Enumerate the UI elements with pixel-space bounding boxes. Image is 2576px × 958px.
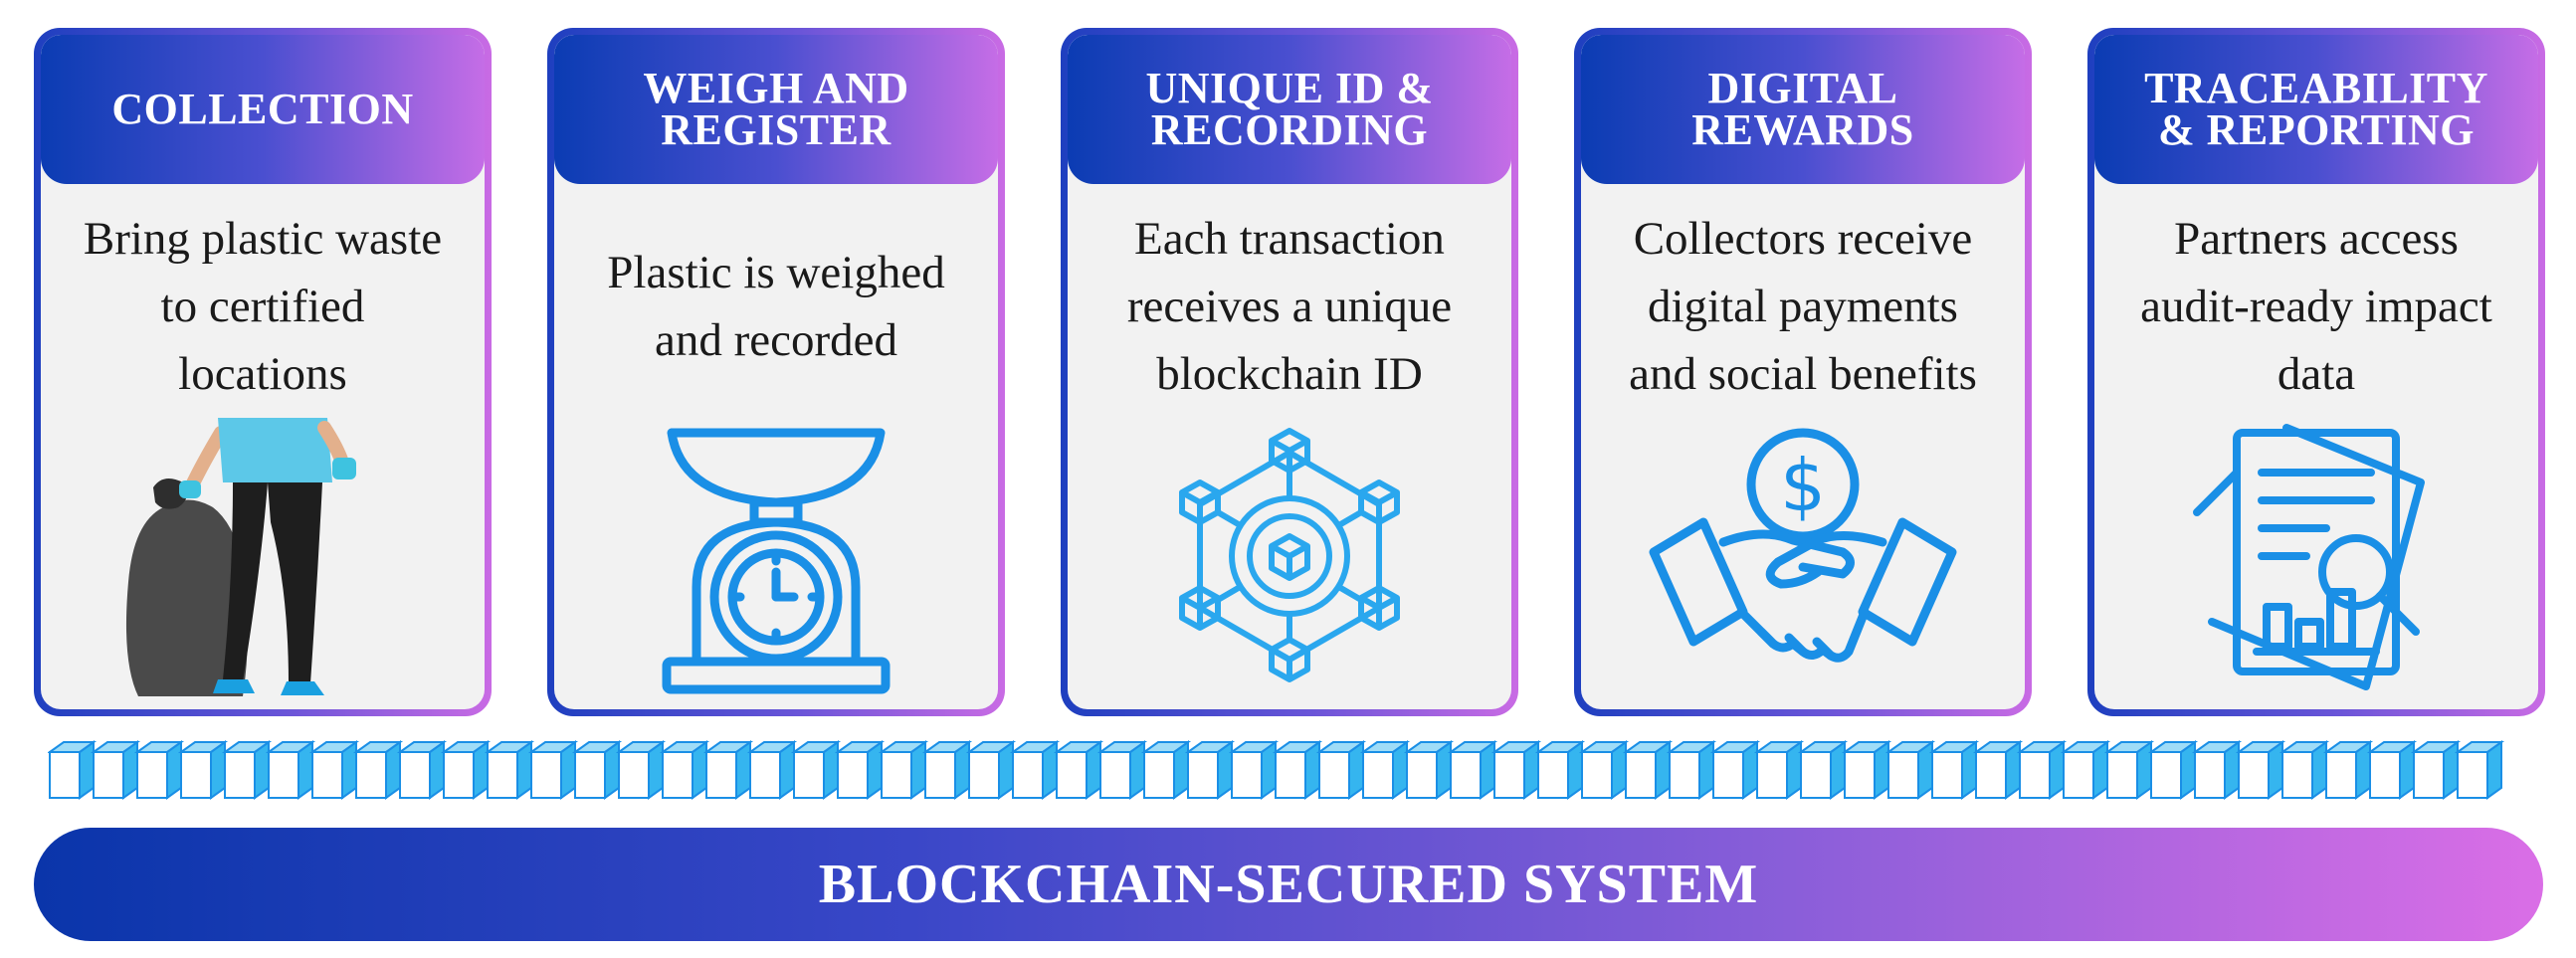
chain-block-icon: [1797, 740, 1849, 800]
chain-block-icon: [440, 740, 492, 800]
chain-block-icon: [308, 740, 360, 800]
chain-block-icon: [90, 740, 141, 800]
chain-block-icon: [1622, 740, 1674, 800]
step-title: WEIGH AND REGISTER: [643, 64, 909, 154]
step-title: COLLECTION: [111, 85, 414, 133]
chain-block-icon: [1884, 740, 1936, 800]
chain-block-icon: [1709, 740, 1761, 800]
handshake-dollar-icon: $: [1581, 413, 2025, 709]
chain-block-icon: [2322, 740, 2374, 800]
step-description: Partners access audit-ready impact data: [2104, 199, 2528, 413]
blockchain-chain-graphic: [46, 738, 2505, 806]
chain-block-icon: [965, 740, 1017, 800]
step-description-text: Each transaction receives a unique block…: [1126, 212, 1453, 400]
blockchain-secured-system-banner: BLOCKCHAIN-SECURED SYSTEM: [34, 828, 2543, 941]
svg-text:$: $: [1780, 444, 1826, 527]
chain-block-icon: [1403, 740, 1455, 800]
chain-block-icon: [1315, 740, 1367, 800]
step-description-text: Collectors receive digital payments and …: [1629, 212, 1977, 400]
step-header: WEIGH AND REGISTER: [554, 35, 998, 184]
step-description: Plastic is weighed and recorded: [564, 199, 988, 413]
step-card-traceability: TRACEABILITY & REPORTING Partners access…: [2087, 28, 2545, 716]
chain-block-icon: [2103, 740, 2155, 800]
chain-block-icon: [265, 740, 316, 800]
chain-block-icon: [352, 740, 404, 800]
chain-block-icon: [2060, 740, 2111, 800]
chain-block-icon: [1184, 740, 1236, 800]
step-card-weigh-register: WEIGH AND REGISTER Plastic is weighed an…: [547, 28, 1005, 716]
chain-block-icon: [659, 740, 710, 800]
chain-block-icon: [2147, 740, 2199, 800]
chain-block-icon: [2454, 740, 2505, 800]
chain-block-icon: [571, 740, 623, 800]
chain-block-icon: [527, 740, 579, 800]
blockchain-network-icon: [1068, 413, 1511, 709]
chain-block-icon: [177, 740, 229, 800]
chain-block-icon: [790, 740, 842, 800]
chain-block-icon: [2410, 740, 2462, 800]
chain-block-icon: [1534, 740, 1586, 800]
step-card-unique-id: UNIQUE ID & RECORDING Each transaction r…: [1061, 28, 1518, 716]
step-description-text: Partners access audit-ready impact data: [2140, 212, 2492, 400]
step-header: UNIQUE ID & RECORDING: [1068, 35, 1511, 184]
step-card-digital-rewards: DIGITAL REWARDS Collectors receive digit…: [1574, 28, 2032, 716]
chain-block-icon: [2279, 740, 2330, 800]
weighing-scale-icon: [554, 413, 998, 709]
chain-block-icon: [2016, 740, 2068, 800]
chain-block-icon: [1053, 740, 1104, 800]
chain-block-icon: [615, 740, 667, 800]
chain-block-icon: [1359, 740, 1411, 800]
chain-block-icon: [1928, 740, 1980, 800]
step-header: COLLECTION: [41, 35, 485, 184]
step-description-text: Bring plastic waste to certified locatio…: [83, 212, 443, 400]
chain-block-icon: [1666, 740, 1717, 800]
chain-block-icon: [2191, 740, 2243, 800]
step-description: Bring plastic waste to certified locatio…: [51, 199, 475, 413]
chain-block-icon: [1578, 740, 1630, 800]
person-with-trash-bag-icon: [41, 413, 485, 709]
step-description: Collectors receive digital payments and …: [1591, 199, 2015, 413]
chain-block-icon: [746, 740, 798, 800]
chain-block-icon: [221, 740, 273, 800]
chain-block-icon: [133, 740, 185, 800]
chain-block-icon: [1490, 740, 1542, 800]
chain-block-icon: [1096, 740, 1148, 800]
chain-block-icon: [1272, 740, 1323, 800]
chain-block-icon: [1972, 740, 2024, 800]
chain-block-icon: [878, 740, 929, 800]
report-magnifier-icon: [2094, 413, 2538, 709]
chain-block-icon: [1228, 740, 1280, 800]
step-description: Each transaction receives a unique block…: [1078, 199, 1501, 413]
chain-block-icon: [1841, 740, 1892, 800]
chain-block-icon: [1753, 740, 1805, 800]
chain-block-icon: [2235, 740, 2286, 800]
step-title: UNIQUE ID & RECORDING: [1145, 64, 1434, 154]
step-title: TRACEABILITY & REPORTING: [2144, 64, 2488, 154]
chain-block-icon: [484, 740, 535, 800]
step-title: DIGITAL REWARDS: [1691, 64, 1914, 154]
step-description-text: Plastic is weighed and recorded: [607, 246, 945, 366]
chain-block-icon: [921, 740, 973, 800]
chain-block-icon: [834, 740, 886, 800]
chain-block-icon: [1009, 740, 1061, 800]
chain-block-icon: [396, 740, 448, 800]
step-card-collection: COLLECTION Bring plastic waste to certif…: [34, 28, 492, 716]
banner-label: BLOCKCHAIN-SECURED SYSTEM: [818, 854, 1759, 915]
chain-block-icon: [46, 740, 98, 800]
chain-block-icon: [1447, 740, 1498, 800]
chain-block-icon: [2366, 740, 2418, 800]
chain-block-icon: [702, 740, 754, 800]
chain-block-icon: [1140, 740, 1192, 800]
step-header: TRACEABILITY & REPORTING: [2094, 35, 2538, 184]
step-header: DIGITAL REWARDS: [1581, 35, 2025, 184]
